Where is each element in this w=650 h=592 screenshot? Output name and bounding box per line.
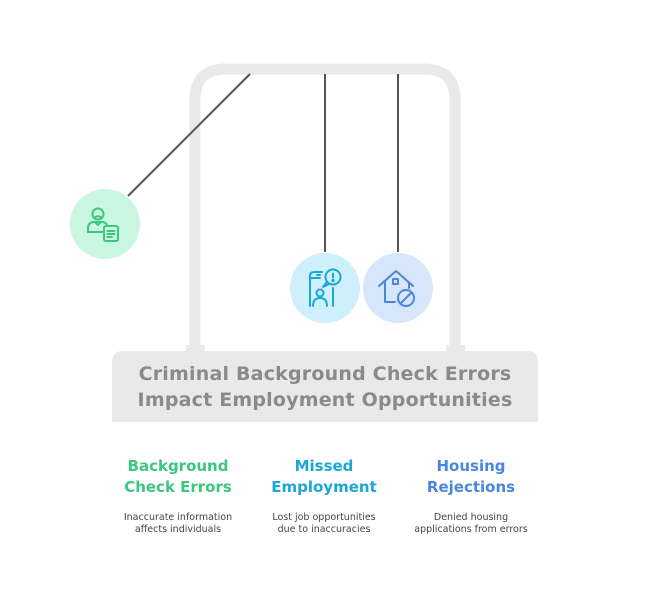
item-title-line1: Background: [127, 457, 229, 475]
item-title-line2: Employment: [271, 478, 377, 496]
item-desc-line2: affects individuals: [134, 524, 222, 535]
diagram-title: Criminal Background Check Errors Impact …: [138, 361, 513, 413]
ball-housing-rejections: [363, 253, 433, 323]
string-swinging: [127, 73, 251, 197]
item-desc-line2: applications from errors: [414, 524, 528, 535]
item-title: Background Check Errors: [103, 456, 253, 498]
item-description: Inaccurate information affects individua…: [103, 512, 253, 536]
frame-foot-left: [186, 345, 205, 351]
diagram-title-line1: Criminal Background Check Errors: [138, 362, 512, 385]
item-desc-line1: Lost job opportunities: [272, 512, 376, 523]
item-title-line2: Check Errors: [124, 478, 232, 496]
house-blocked-icon: [378, 270, 415, 307]
item-title-line1: Missed: [294, 457, 354, 475]
diagram-title-line2: Impact Employment Opportunities: [137, 388, 513, 411]
person-document-icon: [87, 207, 119, 242]
item-description: Denied housing applications from errors: [396, 512, 546, 536]
frame-arch: [189, 63, 461, 346]
frame-foot-right: [446, 345, 465, 351]
diagram-title-base: Criminal Background Check Errors Impact …: [112, 351, 538, 422]
item-title-line2: Rejections: [426, 478, 516, 496]
item-desc-line1: Inaccurate information: [123, 512, 233, 523]
item-title: Missed Employment: [249, 456, 399, 498]
item-missed-employment: Missed Employment Lost job opportunities…: [249, 456, 399, 536]
item-housing-rejections: Housing Rejections Denied housing applic…: [396, 456, 546, 536]
ball-background-check: [70, 189, 140, 259]
item-background-check-errors: Background Check Errors Inaccurate infor…: [103, 456, 253, 536]
item-desc-line2: due to inaccuracies: [277, 524, 371, 535]
item-title: Housing Rejections: [396, 456, 546, 498]
item-title-line1: Housing: [436, 457, 506, 475]
phone-alert-person-icon: [309, 268, 342, 307]
ball-missed-employment: [290, 253, 360, 323]
item-description: Lost job opportunities due to inaccuraci…: [249, 512, 399, 536]
item-desc-line1: Denied housing: [433, 512, 509, 523]
